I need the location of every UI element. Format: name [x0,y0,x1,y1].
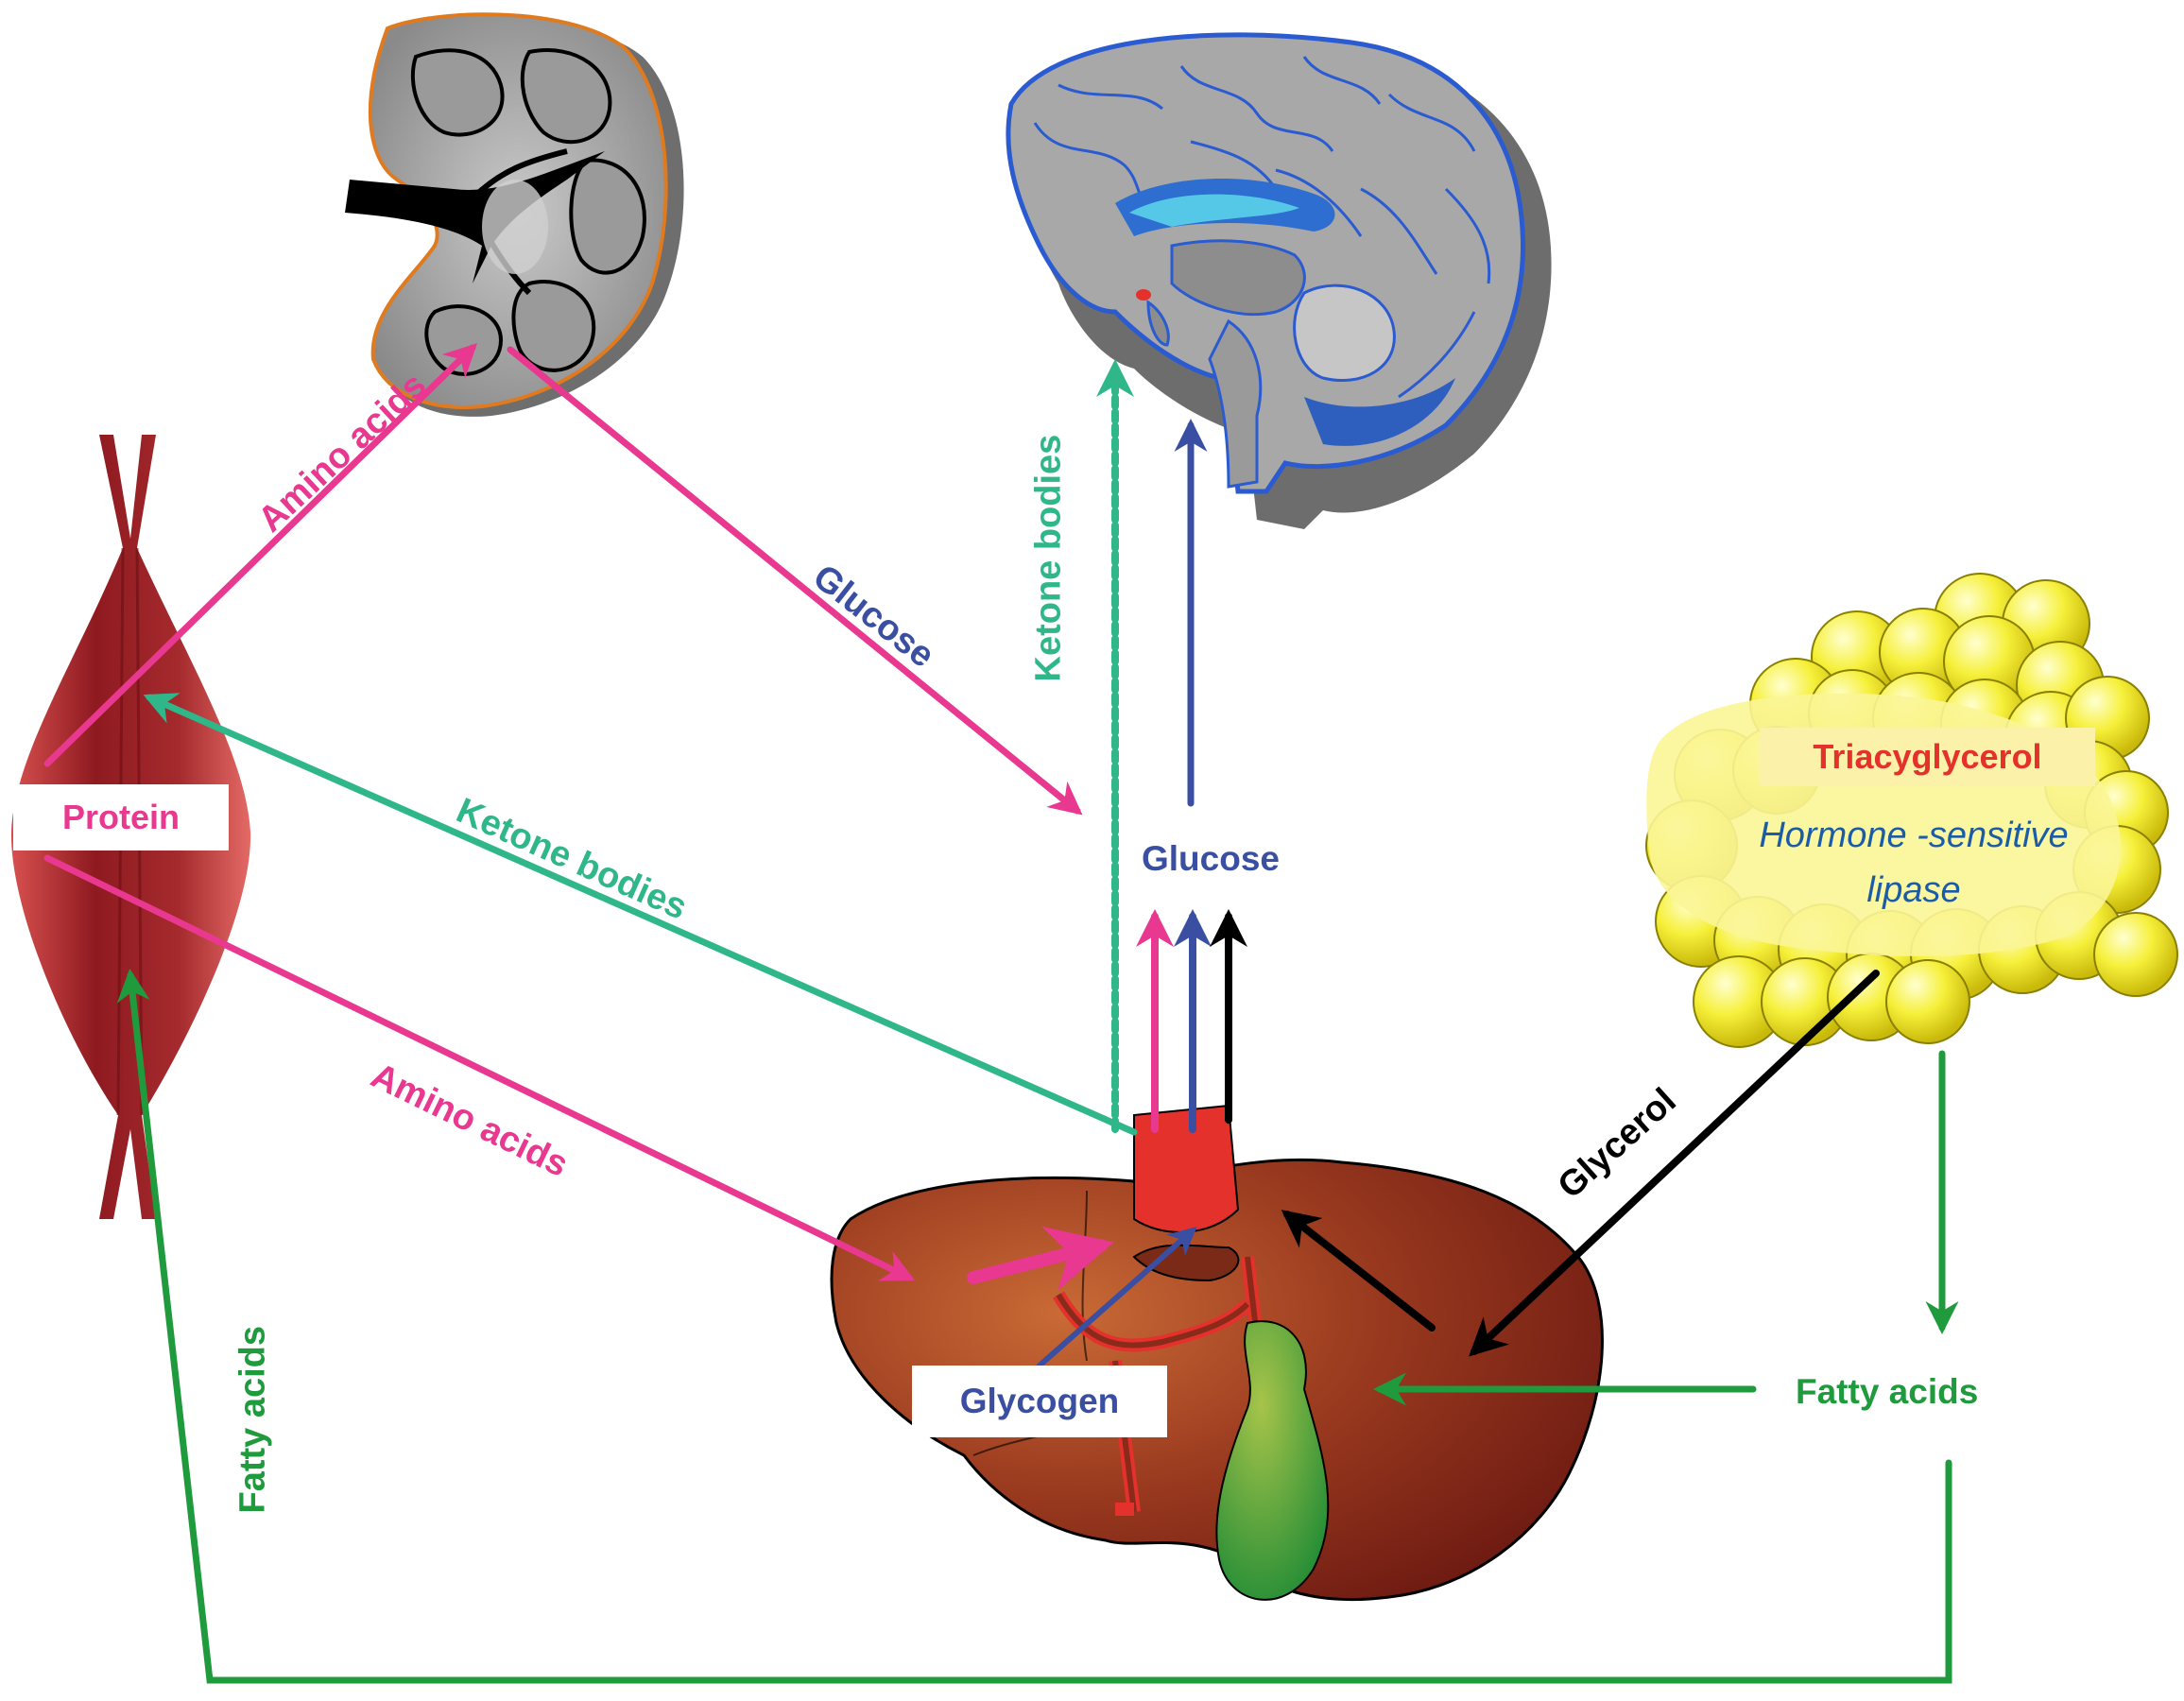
arrow-fatty-acids-to-muscle [116,969,1952,1684]
arrow-glycogen-to-liver [1037,1227,1197,1368]
label-fatty-acids-left: Fatty acids [232,1325,273,1514]
protein-box: Protein [13,784,229,850]
arrow-ketone-bodies-to-muscle [143,693,1138,1136]
glycogen-box: Glycogen [912,1366,1167,1437]
arrow-liver-internal-black [1281,1210,1436,1332]
liver-illustration [830,1104,1604,1602]
label-protein: Protein [61,798,180,836]
label-glucose: Glucose [1142,839,1280,878]
arrow-amino-acids-to-kidney [43,343,478,767]
label-triacylglycerol: Triacyglycerol [1813,737,2042,776]
brain-illustration [1006,32,1552,529]
triacylglycerol-box: Triacyglycerol [1760,728,2095,786]
fat-droplet [1885,959,1970,1044]
fat-droplet [2093,912,2178,997]
arrow-kidney-to-glucose [507,346,1083,816]
arrow-amino-acids-to-liver [43,854,916,1281]
kidney-illustration [345,12,684,417]
arrow-glycerol-to-liver [1469,970,1880,1357]
arrows [43,343,1959,1684]
label-fatty-acids-right: Fatty acids [1796,1372,1979,1411]
label-hormone-sensitive-lipase: Hormone -sensitive lipase [1759,816,2069,910]
label-ketone-bodies-brain: Ketone bodies [1028,434,1069,682]
label-glycogen: Glycogen [959,1382,1120,1420]
arrow-liver-internal-pink [967,1226,1114,1291]
